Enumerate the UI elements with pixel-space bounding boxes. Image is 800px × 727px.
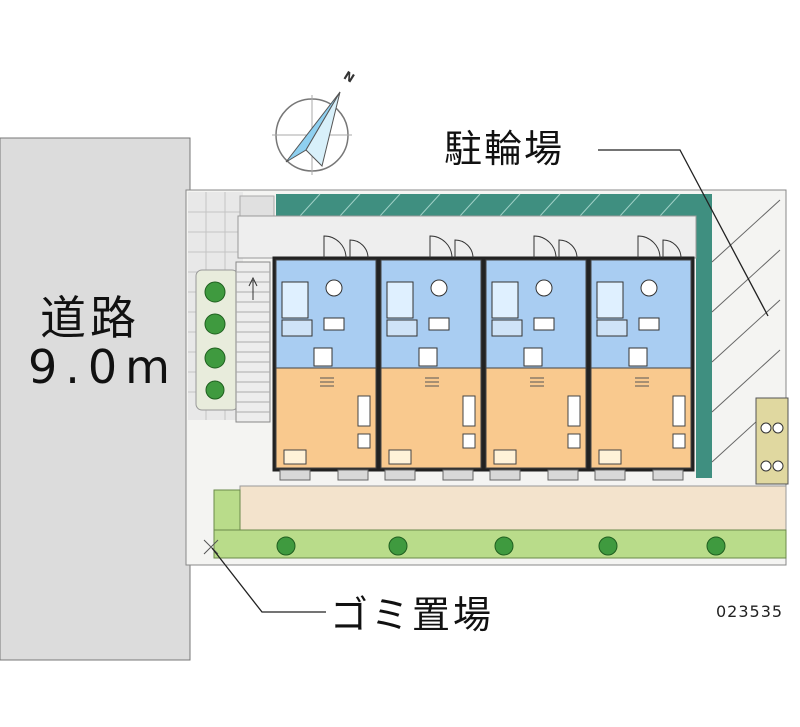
- unit-2: [377, 256, 485, 481]
- garbage-area-leader: [211, 547, 326, 613]
- shrub: [494, 536, 514, 556]
- road-width-label: 9.0m: [28, 340, 178, 394]
- unit-1: [272, 256, 380, 481]
- corridor: [237, 215, 697, 259]
- compass-icon: [272, 91, 352, 175]
- staircase: [235, 261, 271, 423]
- bicycle-parking-leader: [598, 149, 769, 317]
- road-name-label: 道路: [40, 291, 140, 345]
- shrub: [276, 536, 296, 556]
- bicycle-parking-label: 駐輪場: [444, 127, 565, 171]
- shrub: [706, 536, 726, 556]
- shrub: [598, 536, 618, 556]
- unit-3: [482, 256, 590, 481]
- planting-strip-left: [195, 269, 239, 411]
- road-area: [0, 137, 191, 661]
- garden-strip: [213, 489, 787, 559]
- garbage-area-label: ゴミ置場: [330, 593, 495, 637]
- utility-box: [755, 397, 789, 485]
- plan-code-label: 023535: [716, 602, 784, 621]
- bicycle-parking-area: [276, 193, 781, 478]
- unit-4: [587, 256, 695, 481]
- front-walkway: [239, 485, 787, 533]
- shrub: [388, 536, 408, 556]
- unit-doors: [323, 235, 682, 259]
